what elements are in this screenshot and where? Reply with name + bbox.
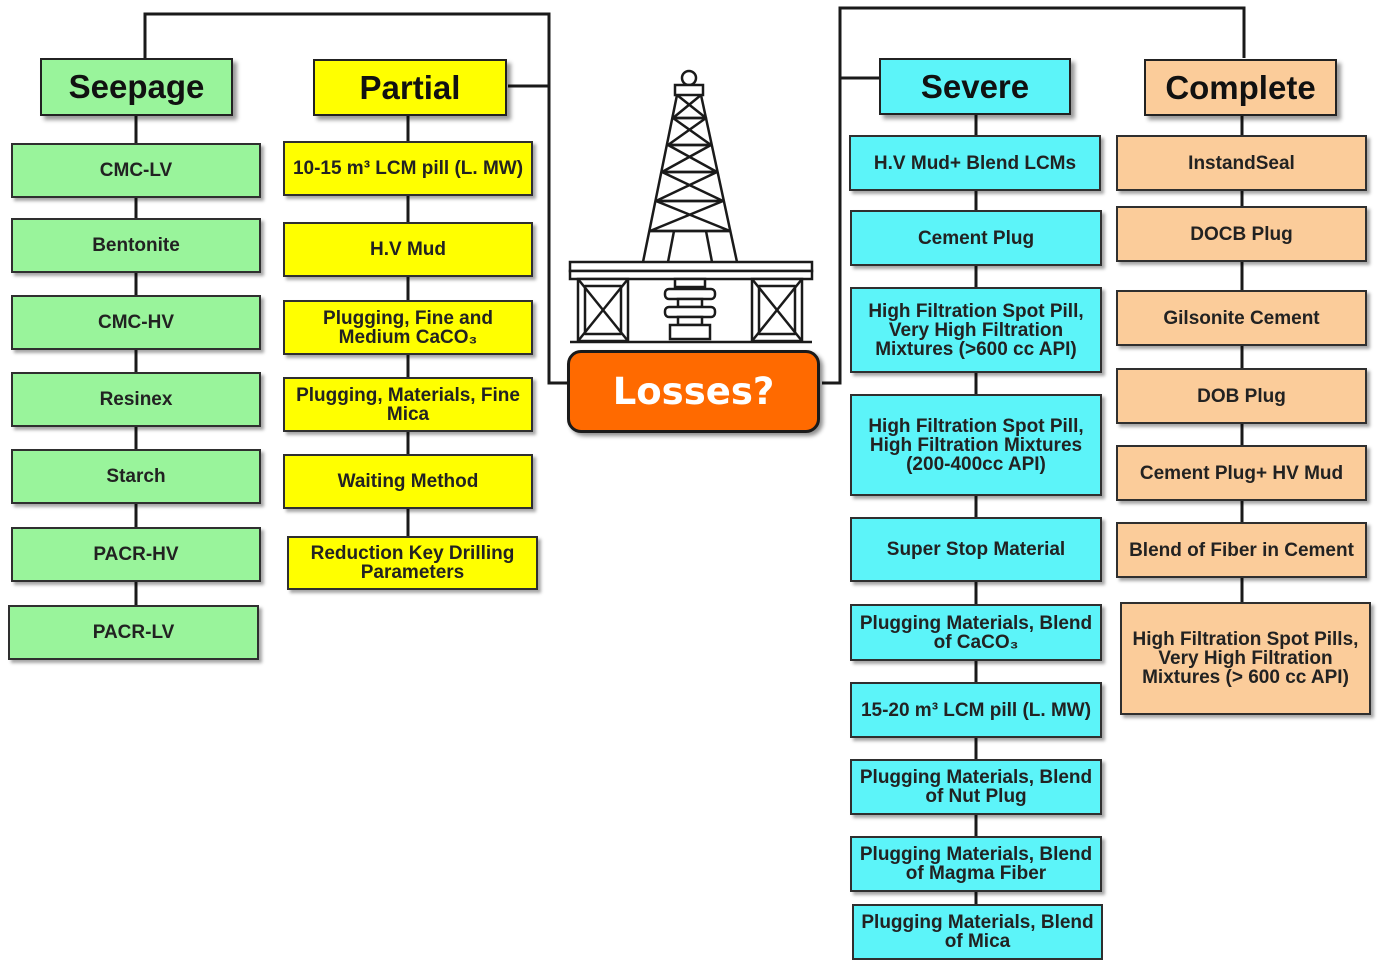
partial-item: Plugging, Fine and Medium CaCO₃ xyxy=(283,300,533,355)
drilling-rig-icon xyxy=(568,69,814,344)
complete-item: DOB Plug xyxy=(1116,368,1367,424)
partial-header: Partial xyxy=(313,59,507,116)
seepage-item: PACR-HV xyxy=(11,527,261,582)
severe-item: 15-20 m³ LCM pill (L. MW) xyxy=(850,682,1102,738)
seepage-item: CMC-LV xyxy=(11,143,261,198)
severe-item: Super Stop Material xyxy=(850,517,1102,582)
complete-item: InstandSeal xyxy=(1116,135,1367,191)
severe-item: Plugging Materials, Blend of Magma Fiber xyxy=(850,836,1102,892)
severe-item: Plugging Materials, Blend of Mica xyxy=(852,904,1103,960)
complete-item: DOCB Plug xyxy=(1116,206,1367,262)
partial-item: Plugging, Materials, Fine Mica xyxy=(283,377,533,432)
complete-header: Complete xyxy=(1144,59,1337,116)
severe-item: Plugging Materials, Blend of CaCO₃ xyxy=(850,604,1102,661)
severe-item: High Filtration Spot Pill, Very High Fil… xyxy=(850,287,1102,373)
complete-item: Gilsonite Cement xyxy=(1116,290,1367,346)
seepage-item: Starch xyxy=(11,449,261,504)
severe-item: H.V Mud+ Blend LCMs xyxy=(849,135,1101,191)
severe-item: High Filtration Spot Pill, High Filtrati… xyxy=(850,394,1102,496)
seepage-item: Bentonite xyxy=(11,218,261,273)
complete-item: Cement Plug+ HV Mud xyxy=(1116,445,1367,501)
partial-item: Reduction Key Drilling Parameters xyxy=(287,536,538,590)
complete-item: Blend of Fiber in Cement xyxy=(1116,522,1367,578)
partial-item: 10-15 m³ LCM pill (L. MW) xyxy=(283,141,533,196)
complete-item: High Filtration Spot Pills, Very High Fi… xyxy=(1120,602,1371,715)
seepage-item: Resinex xyxy=(11,372,261,427)
seepage-header: Seepage xyxy=(40,58,233,116)
seepage-item: PACR-LV xyxy=(8,605,259,660)
partial-item: H.V Mud xyxy=(283,222,533,277)
partial-item: Waiting Method xyxy=(283,454,533,509)
severe-header: Severe xyxy=(879,58,1071,115)
severe-item: Cement Plug xyxy=(850,210,1102,266)
seepage-item: CMC-HV xyxy=(11,295,261,350)
severe-item: Plugging Materials, Blend of Nut Plug xyxy=(850,759,1102,815)
losses-box: Losses? xyxy=(567,350,820,433)
